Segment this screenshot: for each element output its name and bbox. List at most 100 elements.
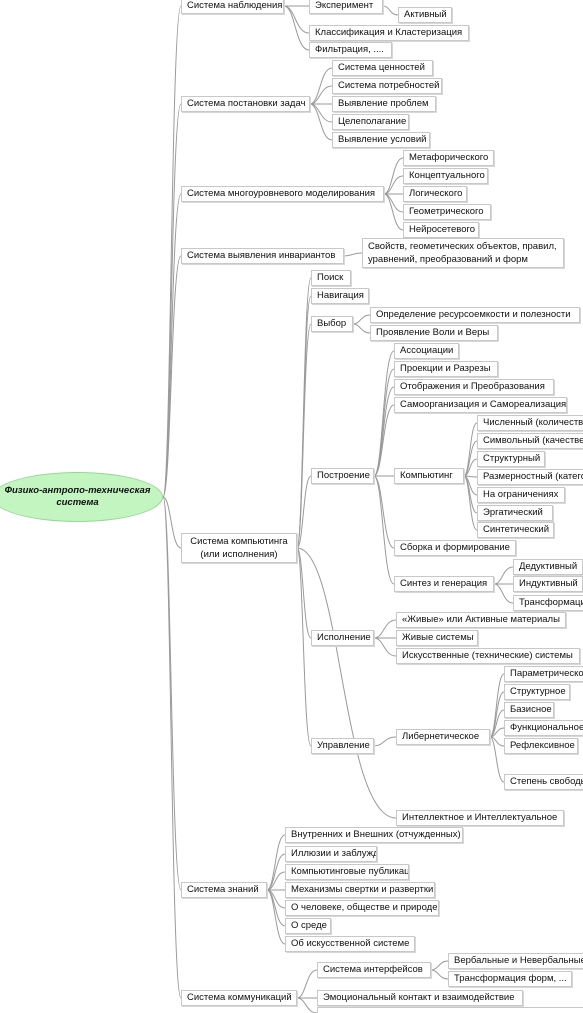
node-form-transformation[interactable]: Трансформация форм, ...: [448, 971, 572, 987]
node-experiment[interactable]: Эксперимент: [309, 0, 383, 14]
connector-line: [383, 193, 404, 213]
node-reflexive[interactable]: Рефлексивное: [504, 738, 578, 754]
node-structural[interactable]: Структурный: [477, 451, 545, 467]
node-about-human[interactable]: О человеке, обществе и природе: [285, 900, 439, 916]
node-multilevel-modeling-system[interactable]: Система многоуровневого моделирования: [181, 186, 384, 202]
connector-line: [430, 960, 449, 971]
node-problem-detection[interactable]: Выявление проблем: [332, 96, 436, 112]
node-internal-external[interactable]: Внутренних и Внешних (отчужденных): [285, 827, 463, 843]
node-navigation[interactable]: Навигация: [311, 288, 369, 304]
node-artificial-systems[interactable]: Искусственные (технические) системы: [396, 648, 580, 664]
connector-line: [383, 175, 404, 195]
node-cybernetic[interactable]: Либернетическое: [396, 729, 490, 745]
connector-line: [162, 103, 182, 498]
node-construction[interactable]: Построение: [311, 468, 374, 484]
node-about-artificial-system[interactable]: Об искусственной системе: [285, 936, 415, 952]
node-projections[interactable]: Проекции и Разрезы: [394, 361, 498, 377]
node-invariants-system[interactable]: Система выявления инвариантов: [181, 248, 344, 264]
connector-line: [296, 547, 312, 747]
node-active[interactable]: Активный: [398, 7, 452, 23]
node-synthesis[interactable]: Синтез и генерация: [394, 576, 494, 592]
connector-line: [383, 193, 404, 231]
node-execution[interactable]: Исполнение: [311, 630, 374, 646]
node-numeric[interactable]: Численный (количественный): [477, 415, 583, 431]
connector-line: [373, 475, 395, 585]
node-task-setting-system[interactable]: Система постановки задач: [181, 96, 310, 112]
node-about-environment[interactable]: О среде: [285, 918, 331, 934]
node-computing[interactable]: Компьютинг: [394, 468, 464, 484]
connector-line: [266, 889, 286, 945]
connector-line: [430, 969, 449, 980]
connector-line: [489, 736, 505, 783]
node-metaphoric[interactable]: Метафорического: [403, 150, 494, 166]
node-basis[interactable]: Базисное: [504, 702, 554, 718]
node-synthetic[interactable]: Синтетический: [477, 522, 554, 538]
connector-line: [343, 252, 363, 257]
node-filtration[interactable]: Фильтрация, ....: [309, 42, 392, 58]
node-publications[interactable]: Компьютинговые публикации: [285, 864, 409, 880]
connector-line: [283, 5, 310, 51]
connector-line: [309, 67, 333, 105]
node-computing-system[interactable]: Система компьютинга (или исполнения): [181, 533, 297, 563]
node-transformational[interactable]: Трансформационный: [513, 595, 583, 611]
connector-line: [266, 871, 286, 891]
node-inductive[interactable]: Индуктивный: [513, 576, 583, 592]
node-neuro[interactable]: Нейросетевого: [403, 222, 479, 238]
node-constraints[interactable]: На ограничениях: [477, 487, 565, 503]
node-geometric[interactable]: Геометрического: [403, 204, 491, 220]
connector-line: [283, 5, 310, 34]
connector-line: [296, 475, 312, 549]
node-assembly[interactable]: Сборка и формирование: [394, 540, 516, 556]
node-degree-of-freedom[interactable]: Степень свободы: [504, 774, 583, 790]
connector-line: [296, 323, 312, 549]
node-properties[interactable]: Свойств, геометических объектов, правил,…: [362, 238, 564, 268]
node-knowledge-system[interactable]: Система знаний: [181, 882, 267, 898]
node-resource-estimation[interactable]: Определение ресурсоемкости и полезности: [370, 307, 580, 323]
node-choice[interactable]: Выбор: [311, 316, 353, 332]
node-parametric[interactable]: Параметрическое: [504, 666, 583, 682]
connector-line: [309, 103, 333, 123]
connector-line: [493, 566, 514, 585]
connector-line: [309, 85, 333, 105]
connector-line: [296, 547, 397, 819]
connector-line: [352, 314, 371, 325]
connector-line: [162, 496, 182, 549]
node-folding-mechanisms[interactable]: Механизмы свертки и развертки: [285, 882, 435, 898]
node-classification[interactable]: Классификация и Кластеризация: [309, 25, 469, 41]
node-living-materials[interactable]: «Живые» или Активные материалы: [396, 612, 566, 628]
node-conditions-detection[interactable]: Выявление условий: [332, 132, 430, 148]
node-values-system[interactable]: Система ценностей: [332, 60, 433, 76]
node-goal-setting[interactable]: Целеполагание: [332, 114, 409, 130]
node-self-organization[interactable]: Самоорганизация и Самореализация: [394, 397, 567, 413]
node-symbolic[interactable]: Символьный (качественный): [477, 433, 583, 449]
node-verbal[interactable]: Вербальные и Невербальные: [448, 953, 583, 969]
connector-line: [463, 475, 478, 531]
root-node[interactable]: Физико-антропо-техническая система: [0, 472, 163, 522]
connector-line: [162, 496, 182, 999]
node-search[interactable]: Поиск: [311, 270, 351, 286]
node-interfaces-system[interactable]: Система интерфейсов: [317, 962, 431, 978]
connector-line: [296, 969, 318, 999]
node-will-and-faith[interactable]: Проявление Воли и Веры: [370, 325, 498, 341]
node-emotional-contact[interactable]: Эмоциональный контакт и взаимодействие: [317, 990, 523, 1006]
node-communications-system[interactable]: Система коммуникаций: [181, 990, 297, 1006]
node-associations[interactable]: Ассоциации: [394, 343, 459, 359]
node-functional[interactable]: Функциональное: [504, 720, 583, 736]
node-dimensional[interactable]: Размерностный (категориальный): [477, 469, 583, 485]
node-ergatic[interactable]: Эргатический: [477, 505, 553, 521]
node-intellectual[interactable]: Интеллектное и Интеллектуальное: [396, 810, 564, 826]
connector-line: [162, 255, 182, 498]
node-conceptual[interactable]: Концептуального: [403, 168, 488, 184]
node-living-systems[interactable]: Живые системы: [396, 630, 478, 646]
node-logical[interactable]: Логического: [403, 186, 467, 202]
node-mappings[interactable]: Отображения и Преобразования: [394, 379, 554, 395]
connector-line: [463, 422, 478, 477]
node-partial-bottom: [317, 1007, 583, 1013]
node-observation-system[interactable]: Система наблюдения: [181, 0, 284, 14]
node-control[interactable]: Управление: [311, 738, 374, 754]
node-illusions[interactable]: Иллюзии и заблуждения: [285, 846, 377, 862]
node-deductive[interactable]: Дедуктивный: [513, 559, 583, 575]
node-structural-control[interactable]: Структурное: [504, 684, 570, 700]
node-needs-system[interactable]: Система потребностей: [332, 78, 442, 94]
